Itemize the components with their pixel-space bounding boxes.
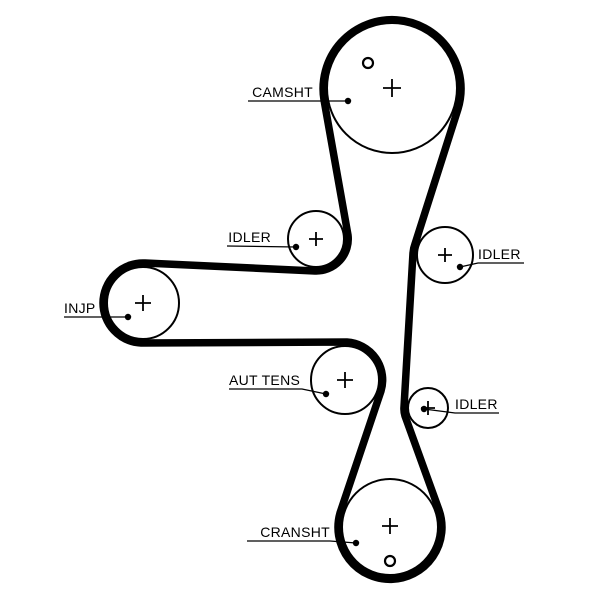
injection-pump-leader-dot <box>124 313 132 321</box>
idler-upper-leader-line <box>226 245 297 248</box>
idler-right-center-mark <box>438 248 452 262</box>
idler-pulley-upper <box>287 210 345 268</box>
idler-right-label: IDLER <box>478 246 521 262</box>
tensioner-leader-line <box>229 388 327 395</box>
tensioner-leader-dot <box>322 390 330 398</box>
camshaft-timing-mark <box>361 56 375 70</box>
tensioner-pulley <box>310 345 380 415</box>
tensioner-label: AUT TENS <box>229 372 300 388</box>
idler-lower-leader-dot <box>420 405 428 413</box>
camshaft-leader-dot <box>344 97 352 105</box>
idler-pulley-lower <box>407 387 449 429</box>
injection-pump-center-mark <box>135 295 151 311</box>
idler-lower-label: IDLER <box>455 396 498 412</box>
crankshaft-label: CRANSHT <box>260 524 330 540</box>
idler-upper-label: IDLER <box>228 229 271 245</box>
injection-pump-pulley <box>106 266 180 340</box>
camshaft-center-mark <box>383 79 401 97</box>
crankshaft-pulley <box>341 478 439 576</box>
idler-right-leader-line <box>459 262 524 268</box>
crankshaft-center-mark <box>382 518 398 534</box>
idler-lower-leader-line <box>423 408 499 414</box>
camshaft-label: CAMSHT <box>252 84 313 100</box>
idler-pulley-right <box>416 226 474 284</box>
crankshaft-leader-line <box>247 540 357 544</box>
crankshaft-timing-mark <box>383 554 397 568</box>
timing-belt <box>99 15 465 584</box>
injection-pump-label: INJP <box>64 300 96 316</box>
idler-upper-leader-dot <box>292 243 300 251</box>
tensioner-center-mark <box>337 372 353 388</box>
idler-right-leader-dot <box>456 263 464 271</box>
crankshaft-leader-dot <box>352 539 360 547</box>
idler-upper-center-mark <box>309 232 323 246</box>
